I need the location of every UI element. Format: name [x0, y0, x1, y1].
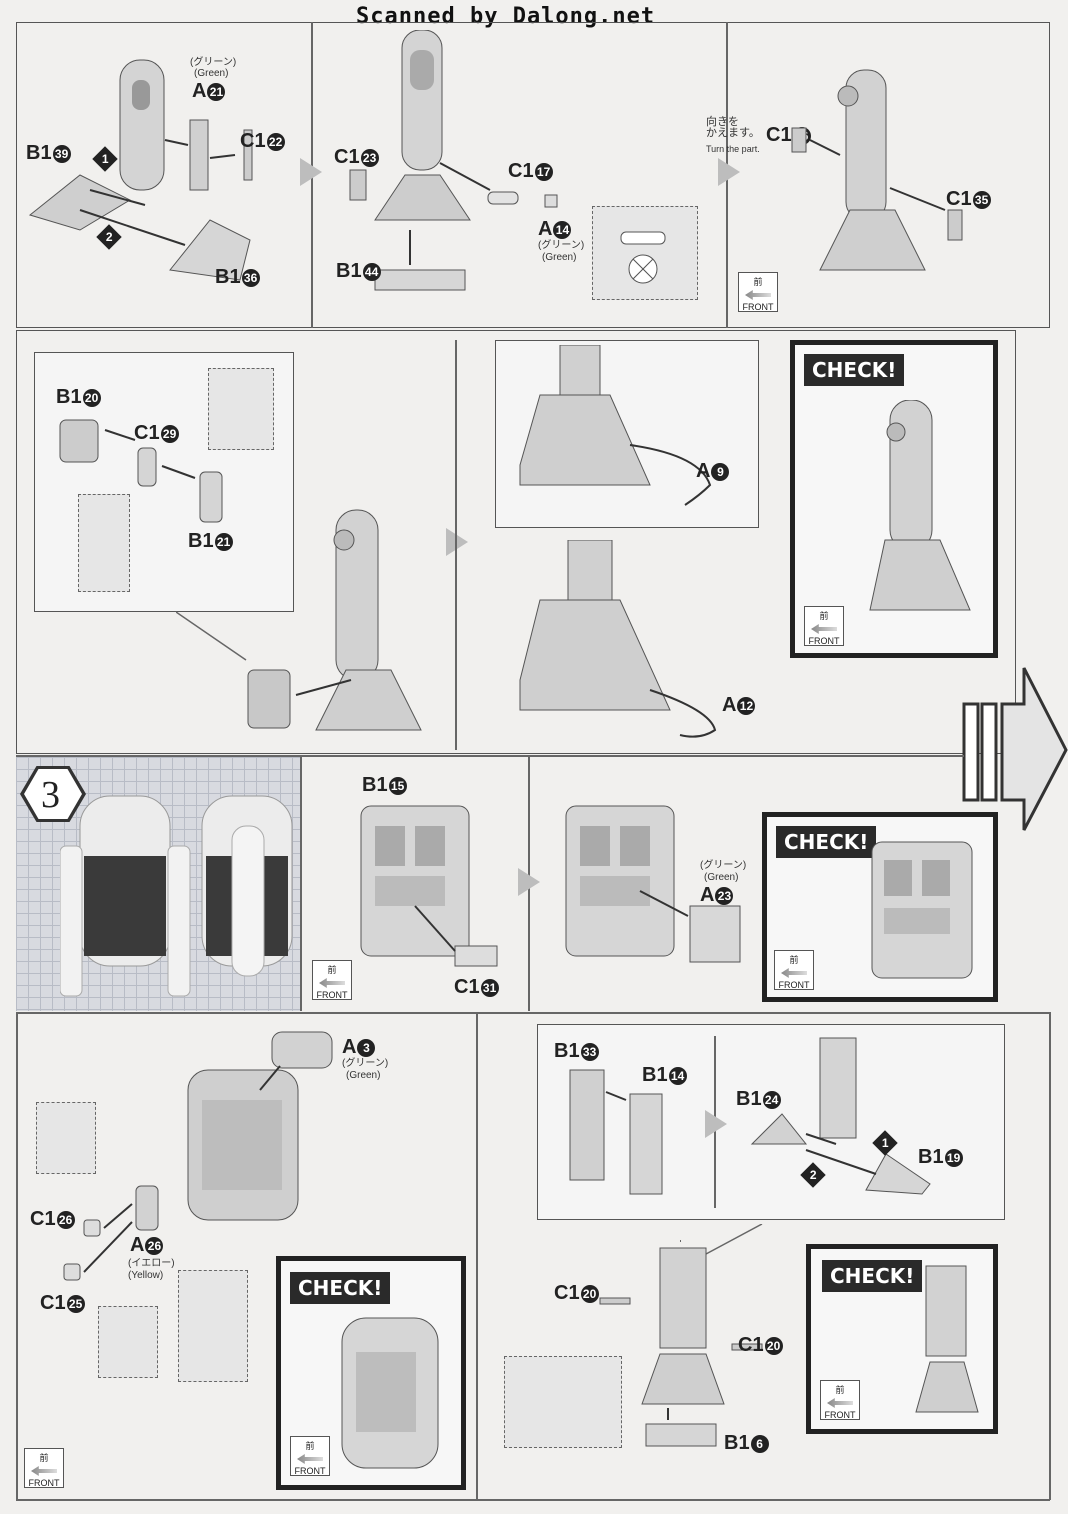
divider	[300, 757, 302, 1011]
divider	[16, 755, 964, 757]
row2-panel	[16, 330, 1016, 754]
next-arrow	[300, 158, 322, 186]
watermark: Scanned by Dalong.net	[356, 4, 656, 29]
part-drawing-torso-frame-green	[565, 805, 741, 963]
detail-callout	[208, 368, 274, 450]
part-drawing-body-cylinder	[187, 1031, 333, 1221]
part-drawing-check-foot	[915, 1265, 979, 1413]
next-arrow	[718, 158, 740, 186]
check-label: CHECK!	[804, 354, 905, 386]
divider	[455, 340, 457, 750]
turn-note-jp: 向きを かえます。	[706, 116, 760, 139]
color-note-green-en: (Green)	[704, 872, 739, 883]
part-drawing-joint-parts	[59, 419, 223, 523]
part-drawing-a26-clip	[63, 1185, 159, 1281]
color-note-green-jp: (グリーン)	[190, 57, 237, 68]
part-drawing-pipe-a9	[519, 345, 712, 506]
next-arrow	[518, 868, 540, 896]
color-note-green-en: (Green)	[542, 252, 577, 263]
part-drawing-leg-base	[349, 30, 558, 291]
part-drawing-foot-parts	[569, 1069, 663, 1195]
part-drawing-leg-joint	[176, 509, 422, 731]
divider	[16, 1012, 1050, 1014]
step-number: 3	[41, 774, 60, 816]
check-label: CHECK!	[776, 826, 877, 858]
part-drawing-foot-pins	[599, 1224, 763, 1447]
detail-callout	[178, 1270, 248, 1382]
divider	[16, 1499, 1050, 1501]
part-drawing-check-body	[341, 1317, 439, 1469]
color-note-green-jp: (グリーン)	[538, 240, 585, 251]
robot-reference-photo	[60, 795, 293, 997]
detail-callout	[78, 494, 130, 592]
check-label: CHECK!	[822, 1260, 923, 1292]
color-note-green-en: (Green)	[194, 68, 229, 79]
divider	[1049, 1012, 1051, 1500]
divider	[476, 1012, 478, 1500]
part-drawing-foot-assembly	[750, 1037, 931, 1195]
color-note-green-jp: (グリーン)	[342, 1058, 389, 1069]
check-label: CHECK!	[290, 1272, 391, 1304]
divider	[16, 1012, 18, 1500]
color-note-green-jp: (グリーン)	[700, 860, 747, 871]
color-note-green-en: (Green)	[346, 1070, 381, 1081]
part-drawing-pipe-a12	[519, 540, 717, 738]
connector	[680, 1240, 681, 1242]
part-drawing-leg-assembly	[28, 59, 253, 281]
detail-callout	[98, 1306, 158, 1378]
next-page-arrow	[962, 667, 1068, 831]
next-arrow	[705, 1110, 727, 1138]
color-note-yellow-en: (Yellow)	[128, 1270, 164, 1281]
color-note-yellow-jp: (イエロー)	[128, 1258, 175, 1269]
detail-callout	[36, 1102, 96, 1174]
part-drawing-leg-turned	[791, 69, 963, 271]
row1-panel	[16, 22, 1050, 328]
part-drawing-torso-frame	[360, 805, 498, 967]
next-arrow	[446, 528, 468, 556]
turn-note-en: Turn the part.	[706, 144, 760, 154]
part-drawing-check-leg	[869, 400, 971, 611]
detail-callout	[504, 1356, 622, 1448]
detail-callout	[592, 206, 698, 300]
part-drawing-check-torso	[871, 841, 973, 979]
